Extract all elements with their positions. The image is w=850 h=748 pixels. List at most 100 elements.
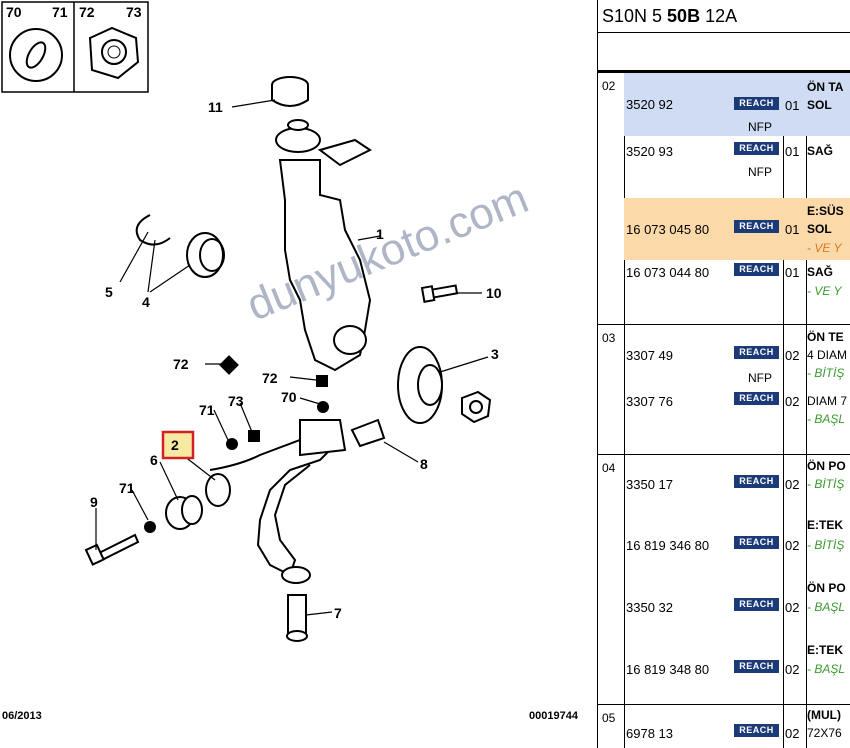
description-line2: SOL [807,98,832,112]
inset-label-72: 72 [79,4,95,20]
ball-pin [281,566,311,642]
callout-9[interactable]: 9 [90,494,98,510]
quantity: 02 [785,477,800,492]
callout-3[interactable]: 3 [491,346,499,362]
table-row[interactable]: 16 819 348 80 REACH 02 E:TEK - BAŞL [624,638,850,702]
variant-note: - VE Y [807,241,842,255]
highlighted-callout-box[interactable] [161,430,195,460]
variant-note: - BAŞL [807,600,846,614]
part-number: 16 073 045 80 [626,222,710,237]
callout-2[interactable]: 2 [171,437,179,453]
reach-badge: REACH [734,475,779,488]
callout-72-a[interactable]: 72 [173,356,189,372]
model-title: S10N 5 50B 12A [602,6,737,27]
part-number: 16 819 346 80 [626,538,710,553]
callout-71-b[interactable]: 71 [119,480,135,496]
bolt-10 [420,284,459,303]
quantity: 02 [785,726,800,741]
quantity: 01 [785,265,800,280]
table-row[interactable]: 6978 13 REACH 02 (MUL) 72X76 [624,706,850,748]
model-prefix: S10N 5 [602,6,668,26]
table-row[interactable]: 3307 76 REACH 02 DIAM 7 - BAŞL [624,390,850,452]
quantity: 01 [785,222,800,237]
group-number: 04 [602,461,616,475]
quantity: 02 [785,662,800,677]
table-row[interactable]: 3307 49 REACH NFP 02 ÖN TE 4 DIAM - BİTİ… [624,326,850,390]
reach-badge: REACH [734,263,779,276]
table-row[interactable]: 16 819 346 80 REACH 02 E:TEK - BİTİŞ [624,514,850,576]
quantity: 01 [785,98,800,113]
variant-note: - BİTİŞ [807,477,845,491]
group-05: 05 [598,704,850,748]
parts-table-panel: S10N 5 50B 12A 02 3520 92 REACH NFP 01 Ö… [597,0,850,748]
quantity: 02 [785,394,800,409]
callout-70[interactable]: 70 [281,389,297,405]
callout-72-b[interactable]: 72 [262,370,278,386]
group-03: 03 [598,324,850,455]
description: ÖN TA [807,80,844,94]
bearing-and-circlip [135,214,225,278]
variant-note: - BAŞL [807,662,846,676]
wheel-hub [397,346,492,424]
inset-label-70: 70 [6,4,22,20]
table-row[interactable]: 3350 17 REACH 02 ÖN PO - BİTİŞ [624,456,850,514]
group-number: 02 [602,79,616,93]
description-line2: 72X76 [807,726,842,740]
description-line2: SOL [807,222,832,236]
part-number: 3350 17 [626,477,673,492]
callout-6[interactable]: 6 [150,452,158,468]
reach-badge: REACH [734,346,779,359]
table-row[interactable]: 16 073 044 80 REACH 01 SAĞ - VE Y [624,260,850,322]
table-row[interactable]: 3520 92 REACH NFP 01 ÖN TA SOL [624,73,850,136]
description: DIAM 7 [807,394,848,408]
model-suffix: 12A [700,6,738,26]
callout-71-a[interactable]: 71 [199,402,215,418]
reach-badge: REACH [734,724,779,737]
callout-11[interactable]: 11 [208,99,223,115]
table-row[interactable]: 3350 32 REACH 02 ÖN PO - BAŞL [624,576,850,638]
part-number: 3307 49 [626,348,673,363]
model-code: 50B [667,6,701,26]
callout-7[interactable]: 7 [334,605,342,621]
table-row[interactable]: 3520 93 REACH NFP 01 SAĞ [624,136,850,196]
callout-8[interactable]: 8 [420,456,428,472]
quantity: 02 [785,348,800,363]
reach-badge: REACH [734,97,779,110]
variant-note: - BAŞL [807,412,846,426]
quantity: 02 [785,538,800,553]
exploded-diagram: 70 71 72 73 1 2 3 4 5 6 7 8 9 10 11 70 7… [1,1,578,722]
group-02: 02 [598,72,850,323]
callout-4[interactable]: 4 [142,294,150,310]
leader-lines [95,99,489,616]
nfp-flag: NFP [748,371,772,385]
part-number: 3520 93 [626,144,673,159]
arm-bushing [165,495,203,530]
inset-label-73: 73 [126,4,142,20]
title-divider [598,32,850,33]
table-top-divider [598,70,850,72]
description: E:TEK [807,643,843,657]
description: (MUL) [807,708,841,722]
callout-5[interactable]: 5 [105,284,113,300]
description: E:TEK [807,518,843,532]
description: E:SÜS [807,204,844,218]
suspension-drawing [1,1,492,642]
reach-badge: REACH [734,536,779,549]
description: SAĞ [807,144,834,158]
steering-knuckle [275,127,372,372]
group-number: 03 [602,331,616,345]
callout-73[interactable]: 73 [228,393,244,409]
variant-note: - VE Y [807,284,842,298]
part-number: 6978 13 [626,726,673,741]
quantity: 01 [785,144,800,159]
description: ÖN PO [807,581,846,595]
col-divider-1 [624,72,625,748]
footer-date: 06/2013 [2,710,42,722]
part-number: 3350 32 [626,600,673,615]
callout-1[interactable]: 1 [376,226,384,242]
nfp-flag: NFP [748,120,772,134]
callout-10[interactable]: 10 [486,285,502,301]
ball-joint-cover [350,418,386,448]
bolt-9 [84,533,140,566]
table-row[interactable]: 16 073 045 80 REACH 01 E:SÜS SOL - VE Y [624,198,850,260]
